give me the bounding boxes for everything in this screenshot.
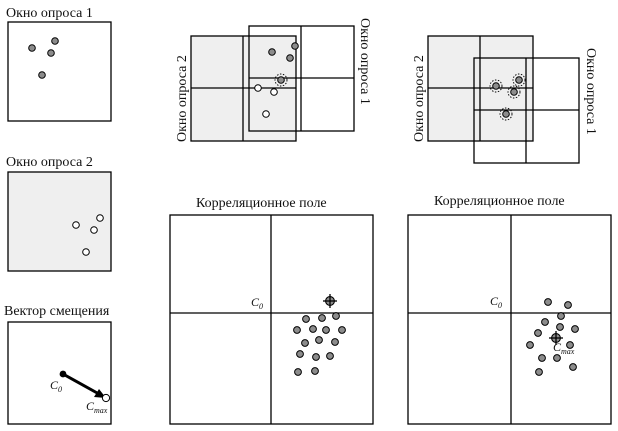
match-ring — [499, 107, 513, 121]
particle — [502, 110, 510, 118]
window2-frame — [7, 171, 112, 272]
particle — [569, 363, 577, 371]
particle — [47, 49, 55, 57]
correlation-peak-marker — [323, 294, 337, 308]
match-ring — [507, 85, 521, 99]
particle — [72, 221, 80, 229]
particle — [326, 352, 334, 360]
overlap-1: Окно опроса 2 Окно опроса 1 — [175, 18, 372, 142]
particle — [286, 54, 294, 62]
particle — [262, 110, 270, 118]
particle — [526, 341, 534, 349]
particle — [318, 314, 326, 322]
particle — [96, 214, 104, 222]
window1-particles — [28, 37, 59, 79]
overlap1-window1-label: Окно опроса 1 — [357, 18, 372, 105]
particle — [566, 341, 574, 349]
particle — [51, 37, 59, 45]
particle — [492, 82, 500, 90]
particle — [268, 48, 276, 56]
match-ring — [512, 73, 526, 87]
corr-field1-title: Корреляционное поле — [196, 196, 327, 211]
correlation-points — [293, 312, 346, 376]
overlap-2: Окно опроса 2 Окно опроса 1 — [412, 35, 598, 164]
vector-end-dot — [101, 393, 111, 403]
displacement-frame — [7, 321, 112, 425]
match-ring — [274, 73, 288, 87]
particle — [571, 325, 579, 333]
particle — [338, 326, 346, 334]
window1-frame — [7, 21, 112, 122]
corr-field-2: C0 Cmax — [407, 214, 612, 425]
particle — [544, 298, 552, 306]
particle — [82, 248, 90, 256]
particle — [322, 326, 330, 334]
c0-label-field2: C0 — [490, 294, 502, 310]
particle — [90, 226, 98, 234]
overlap2-window2-label: Окно опроса 2 — [412, 55, 427, 142]
particle — [270, 88, 278, 96]
c0-label-vector: C0 — [50, 378, 62, 394]
vector-origin-dot — [59, 370, 67, 378]
particle — [553, 354, 561, 362]
particle — [315, 336, 323, 344]
particle — [541, 318, 549, 326]
overlap2-window1-label: Окно опроса 1 — [583, 48, 598, 135]
c0-label-field1: C0 — [251, 295, 263, 311]
corr-field-1: C0 — [169, 214, 374, 425]
cmax-label-vector: Cmax — [86, 399, 108, 415]
particle — [296, 350, 304, 358]
particle — [291, 42, 299, 50]
particle — [254, 84, 262, 92]
displacement-arrow-shaft — [62, 372, 100, 396]
particle — [510, 88, 518, 96]
particle — [294, 368, 302, 376]
particle — [557, 312, 565, 320]
corr-field2-frame — [407, 214, 612, 425]
particle — [293, 326, 301, 334]
match-ring — [489, 79, 503, 93]
window1-label: Окно опроса 1 — [6, 6, 93, 21]
particle — [534, 329, 542, 337]
displacement-label: Вектор смещения — [4, 304, 110, 319]
particle — [302, 315, 310, 323]
particle — [331, 338, 339, 346]
corr-field2-title: Корреляционное поле — [434, 194, 565, 209]
particle — [312, 353, 320, 361]
particle — [311, 367, 319, 375]
particle — [38, 71, 46, 79]
cmax-label-field2: Cmax — [553, 340, 575, 356]
particle — [515, 76, 523, 84]
particle — [564, 301, 572, 309]
particle — [332, 312, 340, 320]
particle — [309, 325, 317, 333]
particle — [538, 354, 546, 362]
particle — [301, 339, 309, 347]
particle — [28, 44, 36, 52]
particle — [277, 76, 285, 84]
correlation-points — [526, 298, 579, 376]
window2-label: Окно опроса 2 — [6, 155, 93, 170]
correlation-peak-marker — [549, 331, 563, 345]
particle — [535, 368, 543, 376]
particle — [556, 323, 564, 331]
overlap1-window2-label: Окно опроса 2 — [175, 55, 190, 142]
window2-particles — [72, 214, 104, 256]
